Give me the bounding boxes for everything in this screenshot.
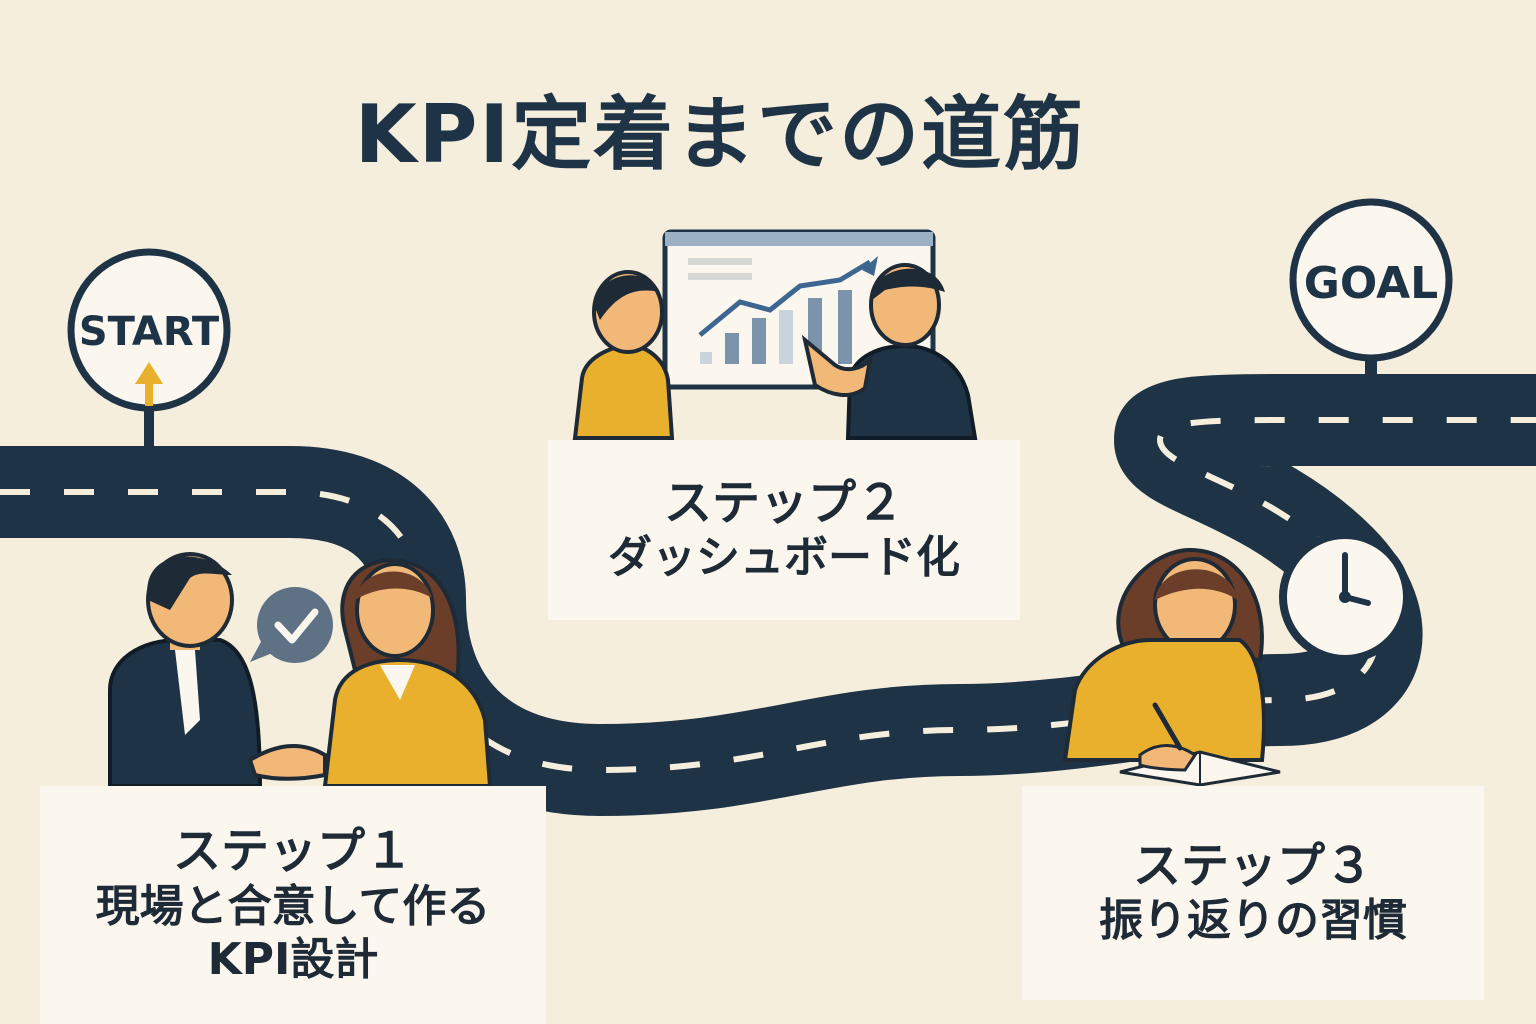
arrow-up-icon [135,362,163,406]
step2-line1: ダッシュボード化 [608,532,960,584]
start-sign-icon: START [67,248,231,460]
step2-card: ステップ２ ダッシュボード化 [548,440,1020,620]
step1-line1: 現場と合意して作る [95,881,491,932]
start-label: START [79,309,220,355]
step2-people-illustration [572,229,978,440]
check-bubble-icon [250,587,333,663]
page-title: KPI定着までの道筋 [354,88,1086,181]
step3-heading: ステップ３ [1132,837,1373,894]
step1-heading: ステップ１ [172,823,413,880]
step1-line2: KPI設計 [207,933,379,985]
goal-sign-icon: GOAL [1289,198,1453,400]
goal-label: GOAL [1304,258,1438,309]
step1-people-illustration [108,552,493,788]
chart-board-icon [662,229,936,390]
clock-icon [1279,531,1411,663]
step3-person-illustration [1062,547,1281,787]
step3-line1: 振り返りの習慣 [1099,895,1407,947]
step3-card: ステップ３ 振り返りの習慣 [1022,786,1484,1000]
step2-heading: ステップ２ [663,474,904,531]
step1-card: ステップ１ 現場と合意して作る KPI設計 [40,786,546,1024]
